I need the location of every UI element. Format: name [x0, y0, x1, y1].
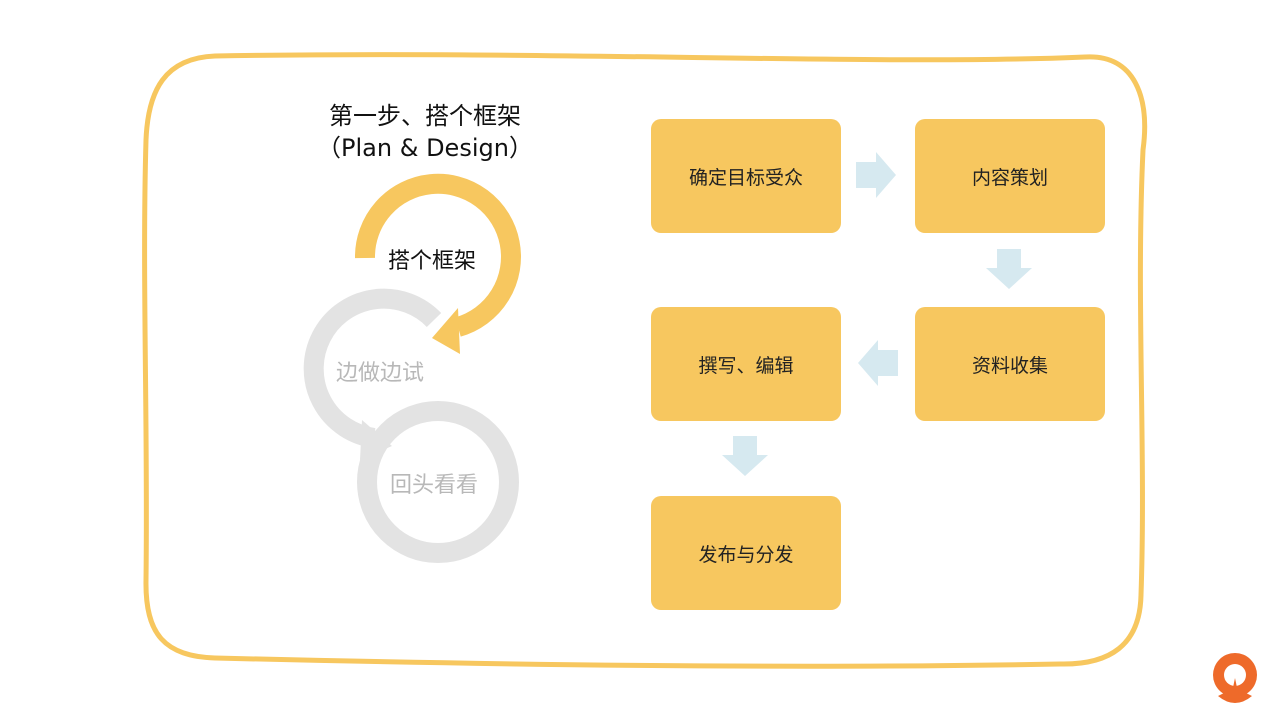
flow-step-content-planning: 内容策划 [915, 119, 1105, 233]
flow-step-material-collection: 资料收集 [915, 307, 1105, 421]
title-line-2: （Plan & Design） [317, 134, 533, 162]
cycle-label-active: 搭个框架 [388, 249, 477, 274]
arrow-right-icon [856, 152, 896, 198]
arrow-down-icon [722, 436, 768, 476]
flow-step-label: 内容策划 [971, 166, 1048, 189]
page-title: 第一步、搭个框架 （Plan & Design） [300, 100, 550, 164]
cycle-ring-step3 [357, 401, 519, 563]
flow-step-label: 发布与分发 [698, 543, 794, 566]
cycle-ring-active [354, 173, 521, 354]
flow-step-publishing: 发布与分发 [651, 496, 841, 610]
flow-step-writing-editing: 撰写、编辑 [651, 307, 841, 421]
arrow-down-icon [986, 249, 1032, 289]
cycle-label-step2: 边做边试 [336, 361, 425, 386]
brand-logo-icon [1213, 653, 1257, 703]
cycle-arrowhead-active [432, 308, 460, 354]
flow-step-label: 资料收集 [971, 354, 1048, 377]
flow-step-target-audience: 确定目标受众 [651, 119, 841, 233]
cycle-label-step3: 回头看看 [390, 473, 479, 498]
flow-step-label: 确定目标受众 [688, 166, 803, 189]
arrow-left-icon [858, 340, 898, 386]
flow-step-label: 撰写、编辑 [698, 354, 794, 377]
title-line-1: 第一步、搭个框架 [329, 102, 521, 130]
